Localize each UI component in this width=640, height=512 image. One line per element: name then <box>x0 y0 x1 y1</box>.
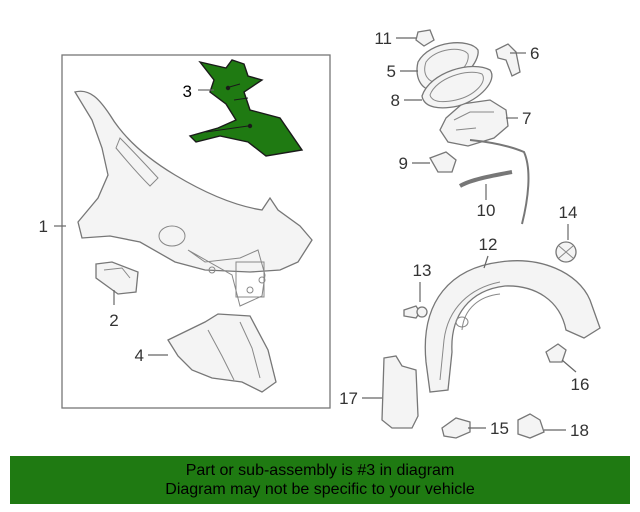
callout-3: 3 <box>183 82 192 101</box>
info-banner: Part or sub-assembly is #3 in diagram Di… <box>10 456 630 504</box>
part-10-drain-hose[interactable] <box>458 139 530 225</box>
callout-11: 11 <box>374 29 392 48</box>
part-14-plug[interactable] <box>555 241 577 263</box>
callout-17: 17 <box>339 389 358 408</box>
callout-12: 12 <box>479 235 498 254</box>
part-2-bracket[interactable] <box>95 261 139 295</box>
part-8-seal[interactable] <box>421 65 493 109</box>
callout-1: 1 <box>39 217 48 236</box>
callout-5: 5 <box>387 62 396 81</box>
part-6-clip[interactable] <box>495 43 521 77</box>
callout-2: 2 <box>109 311 118 330</box>
part-3-highlighted[interactable] <box>188 59 304 157</box>
part-17-mud-guard[interactable] <box>381 355 419 429</box>
part-18-bracket[interactable] <box>517 413 545 439</box>
callout-labels: 1 2 3 4 5 6 7 8 9 10 11 12 13 14 15 16 1… <box>39 29 590 440</box>
callout-15: 15 <box>490 419 509 438</box>
part-4-inner-panel[interactable] <box>167 313 277 393</box>
leader-lines <box>54 37 577 431</box>
callout-6: 6 <box>530 44 539 63</box>
banner-line-2: Diagram may not be specific to your vehi… <box>165 481 475 498</box>
callout-8: 8 <box>391 91 400 110</box>
callout-9: 9 <box>399 154 408 173</box>
callout-18: 18 <box>570 421 589 440</box>
part-12-wheel-liner[interactable] <box>424 260 601 393</box>
part-9-actuator[interactable] <box>429 151 457 173</box>
callout-4: 4 <box>135 346 144 365</box>
part-1-quarter-panel[interactable] <box>73 90 313 307</box>
part-7-housing[interactable] <box>439 99 509 147</box>
callout-7: 7 <box>522 109 531 128</box>
parts-diagram: 1 2 3 4 5 6 7 8 9 10 11 12 13 14 15 16 1… <box>39 29 601 440</box>
callout-16: 16 <box>571 375 590 394</box>
callout-13: 13 <box>413 261 432 280</box>
banner-line-1: Part or sub-assembly is #3 in diagram <box>185 462 455 479</box>
callout-10: 10 <box>477 201 496 220</box>
callout-14: 14 <box>559 203 578 222</box>
assembly-frame <box>61 54 331 409</box>
part-13-screw[interactable] <box>403 305 428 319</box>
part-16-clip[interactable] <box>545 343 567 363</box>
part-11-grommet[interactable] <box>415 29 435 47</box>
part-15-clip[interactable] <box>441 417 471 439</box>
